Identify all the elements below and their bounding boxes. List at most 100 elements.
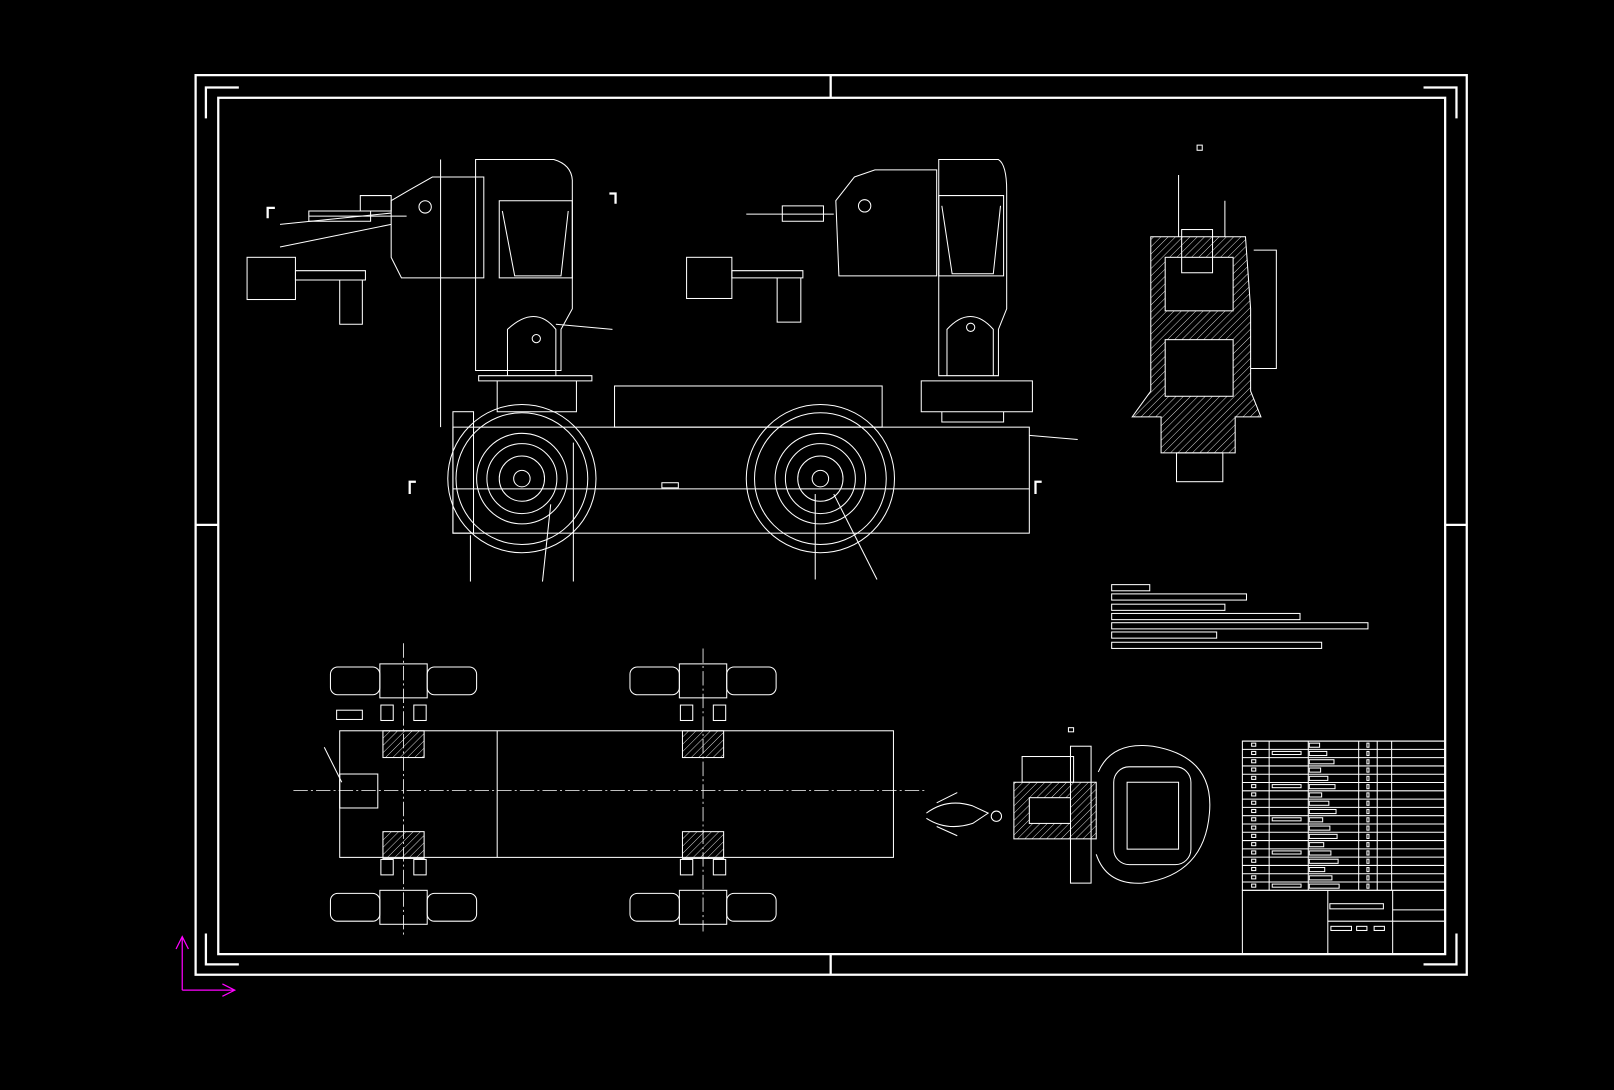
wheel-rear	[745, 403, 896, 580]
cell-mark	[1251, 750, 1257, 756]
wheel	[329, 892, 381, 922]
wheel	[726, 892, 777, 922]
bearing-section	[382, 831, 425, 859]
hub	[379, 889, 428, 925]
bearing	[380, 858, 394, 876]
cell-mark	[1308, 775, 1329, 781]
cell-mark	[1251, 842, 1257, 847]
hub	[678, 663, 728, 699]
wheel	[629, 666, 680, 696]
cell-mark	[1366, 866, 1370, 873]
cell-mark	[1308, 850, 1332, 856]
bearing	[712, 858, 727, 876]
cell-mark	[1366, 858, 1370, 864]
cell-mark	[1251, 850, 1257, 855]
cell-mark	[1366, 825, 1370, 831]
side-view-vehicle	[408, 385, 1078, 582]
section-view	[1131, 144, 1277, 483]
wheel	[629, 892, 680, 922]
plan-view	[293, 643, 927, 937]
cell-mark	[1366, 767, 1370, 773]
cell-mark	[1366, 742, 1370, 748]
cell-mark	[1308, 767, 1322, 773]
cell-mark	[1271, 750, 1302, 756]
note-line	[1111, 593, 1248, 601]
cell-mark	[1251, 817, 1257, 822]
cell-mark	[1251, 858, 1257, 863]
cell-mark	[1308, 808, 1337, 815]
cell-mark	[1251, 866, 1257, 872]
bearing-section	[382, 730, 425, 759]
wheel	[426, 892, 478, 922]
wheel	[726, 666, 777, 696]
cell-mark	[1271, 817, 1302, 822]
cell-mark	[1308, 742, 1321, 748]
ucs-axis-icon	[175, 935, 237, 997]
cell-mark	[1271, 883, 1302, 888]
bearing	[712, 704, 727, 722]
cell-mark	[1308, 800, 1330, 806]
cell-mark	[1366, 775, 1370, 781]
cell-mark	[1251, 825, 1257, 830]
cell-mark	[1308, 858, 1339, 864]
cell-mark	[1251, 833, 1257, 838]
gripper-detail	[926, 727, 1211, 884]
notes-block	[1111, 584, 1369, 649]
cell-mark	[1366, 875, 1370, 881]
bearing	[380, 704, 394, 722]
cell-mark	[1251, 784, 1257, 789]
wheel	[329, 666, 381, 696]
bearing	[413, 858, 427, 876]
cell-mark	[1251, 767, 1257, 772]
cell-mark	[1308, 825, 1331, 831]
cell-mark	[1366, 883, 1370, 889]
hub	[379, 663, 428, 699]
cell-mark	[1366, 800, 1370, 806]
cell-mark	[1308, 883, 1340, 889]
bearing	[679, 858, 694, 876]
cell-mark	[1308, 792, 1323, 798]
cell-mark	[1251, 759, 1257, 764]
wheel-front	[447, 403, 597, 582]
drawing-frame	[194, 74, 1468, 976]
cell-mark	[1366, 792, 1370, 798]
cell-mark	[1308, 759, 1335, 765]
cell-mark	[1308, 875, 1333, 881]
side-view-robot-left	[246, 159, 617, 428]
cell-mark	[1251, 775, 1257, 780]
cell-mark	[1251, 792, 1257, 797]
hub	[678, 889, 728, 925]
cell-mark	[1366, 842, 1370, 848]
cell-mark	[1366, 808, 1370, 815]
note-line	[1111, 641, 1323, 649]
cell-mark	[1251, 808, 1257, 814]
cell-mark	[1308, 817, 1324, 823]
cell-mark	[1251, 800, 1257, 805]
cell-mark	[1308, 784, 1336, 790]
cell-mark	[1308, 833, 1338, 839]
bearing	[679, 704, 694, 722]
note-line	[1111, 603, 1226, 611]
cell-mark	[1366, 850, 1370, 856]
bearing	[413, 704, 427, 722]
side-view-robot-right	[686, 159, 1033, 423]
cell-mark	[1251, 742, 1257, 747]
cell-mark	[1366, 784, 1370, 790]
cell-mark	[1366, 833, 1370, 839]
cell-mark	[1366, 817, 1370, 823]
note-line	[1111, 622, 1369, 630]
cell-mark	[1366, 759, 1370, 765]
note-line	[1111, 631, 1218, 639]
cell-mark	[1271, 850, 1302, 855]
cell-mark	[1366, 750, 1370, 757]
note-line	[1111, 612, 1301, 621]
cell-mark	[1251, 883, 1257, 888]
note-line	[1111, 584, 1151, 592]
cell-mark	[1271, 784, 1302, 789]
cell-mark	[1308, 842, 1325, 848]
title-block	[1241, 889, 1446, 955]
cell-mark	[1308, 866, 1326, 873]
bearing-section	[681, 730, 725, 759]
bearing-section	[681, 831, 725, 859]
